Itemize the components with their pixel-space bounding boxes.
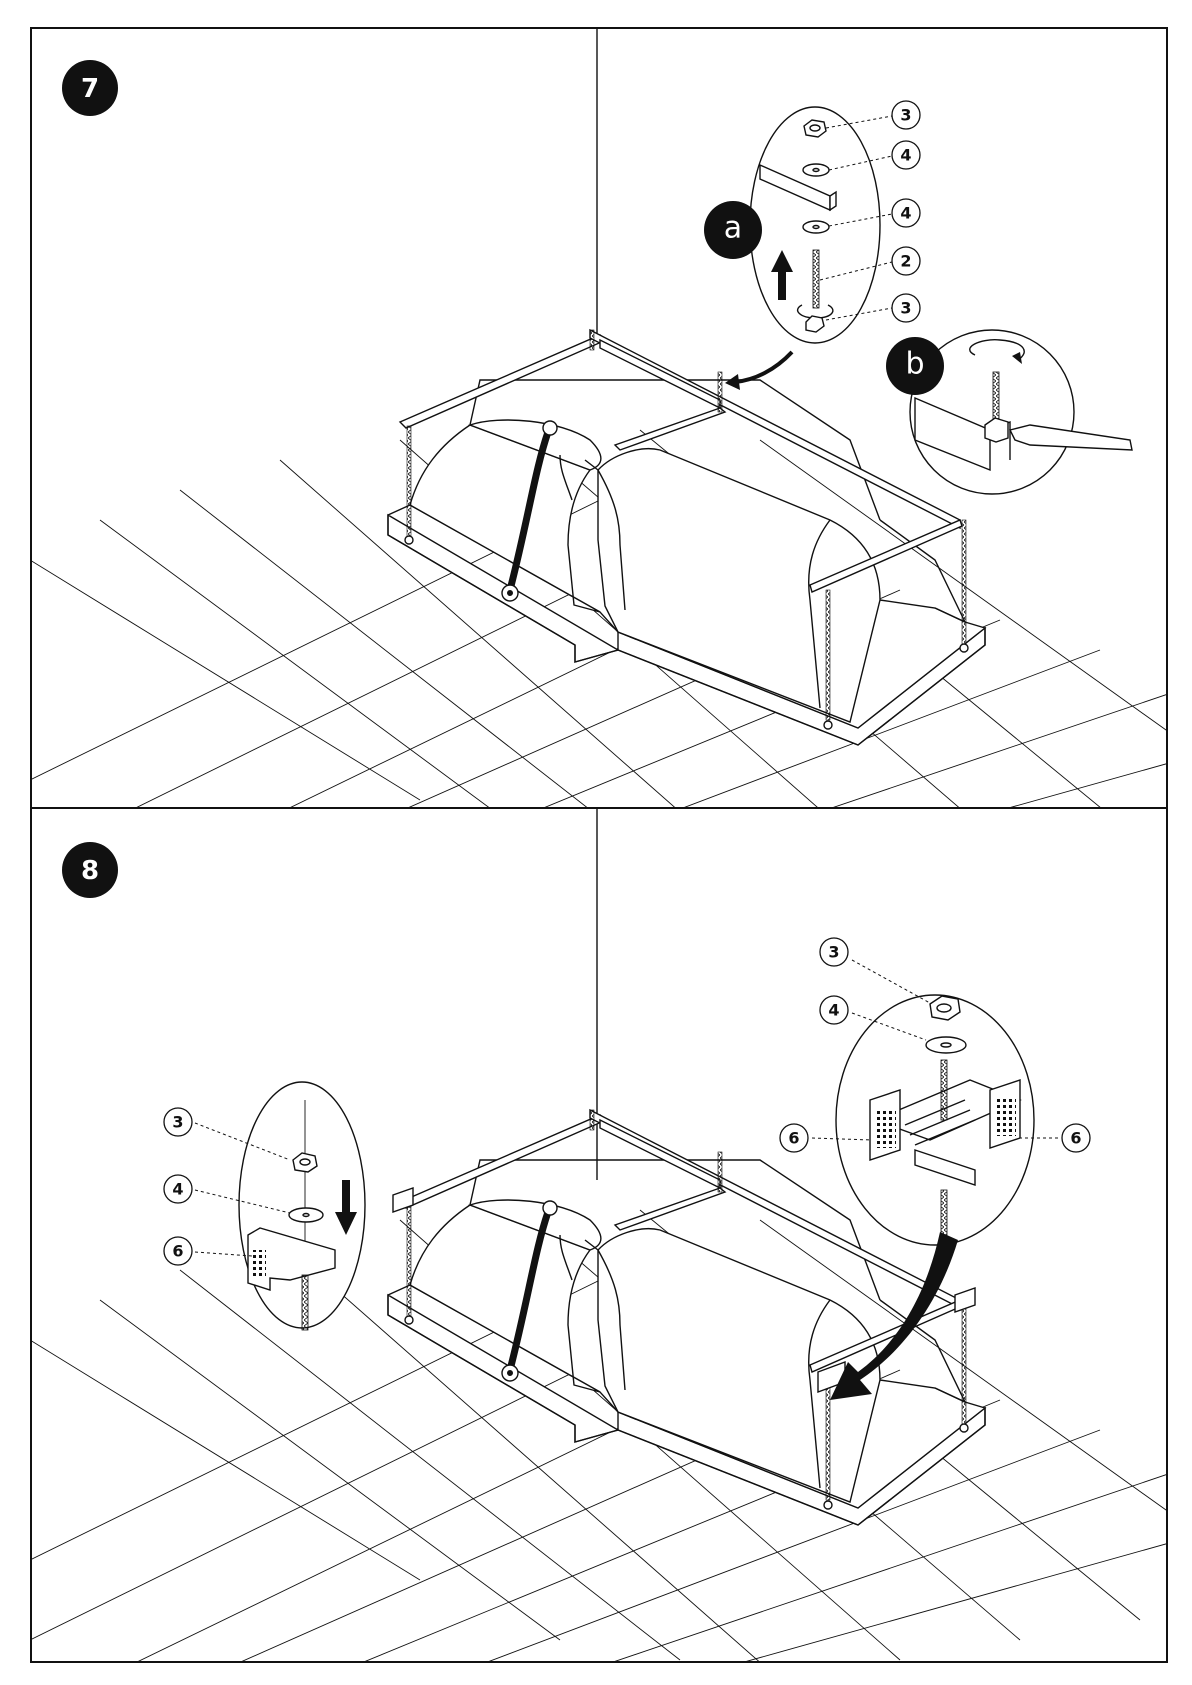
curved-arrow-icon	[735, 352, 792, 382]
svg-text:3: 3	[172, 1113, 183, 1132]
step-8-badge: 8	[62, 842, 118, 898]
svg-text:2: 2	[900, 252, 911, 271]
sub-step-b-badge: b	[886, 337, 944, 395]
callout-8-right-3: 3	[820, 938, 848, 966]
callout-7-4a: 4	[892, 141, 920, 169]
callout-8-right-6a: 6	[780, 1124, 808, 1152]
callout-8-right-6b: 6	[1062, 1124, 1090, 1152]
svg-text:6: 6	[1070, 1129, 1081, 1148]
callout-7-4b: 4	[892, 199, 920, 227]
bracket-icon	[955, 1288, 975, 1312]
step-7-number: 7	[81, 74, 99, 104]
washer-icon	[803, 164, 829, 176]
svg-text:3: 3	[900, 106, 911, 125]
callout-7-3b: 3	[892, 294, 920, 322]
detail-b-tightening	[910, 330, 1132, 494]
svg-text:b: b	[905, 347, 924, 382]
washer-icon	[803, 221, 829, 233]
svg-text:3: 3	[900, 299, 911, 318]
callout-8-left-6: 6	[164, 1237, 192, 1265]
page-border	[31, 28, 1167, 1662]
sub-step-a-badge: a	[704, 201, 762, 259]
svg-text:6: 6	[172, 1242, 183, 1261]
threaded-rod-icon	[813, 250, 819, 308]
washer-icon	[289, 1208, 323, 1222]
svg-text:4: 4	[900, 146, 911, 165]
step-7-badge: 7	[62, 60, 118, 116]
svg-text:4: 4	[828, 1001, 839, 1020]
svg-text:4: 4	[900, 204, 911, 223]
step-7-panel: 7	[30, 28, 1180, 900]
callout-8-left-3: 3	[164, 1108, 192, 1136]
svg-text:3: 3	[828, 943, 839, 962]
callout-8-left-4: 4	[164, 1175, 192, 1203]
step-8-number: 8	[81, 856, 99, 886]
callout-7-3a: 3	[892, 101, 920, 129]
bathtub-illustration	[388, 330, 985, 745]
detail-left-bracket-assembly	[195, 1082, 365, 1330]
step-8-panel: 8 3 4 6	[30, 808, 1180, 1680]
svg-text:4: 4	[172, 1180, 183, 1199]
washer-icon	[926, 1037, 966, 1053]
svg-text:6: 6	[788, 1129, 799, 1148]
callout-7-2: 2	[892, 247, 920, 275]
callout-8-right-4: 4	[820, 996, 848, 1024]
svg-text:a: a	[724, 211, 742, 246]
